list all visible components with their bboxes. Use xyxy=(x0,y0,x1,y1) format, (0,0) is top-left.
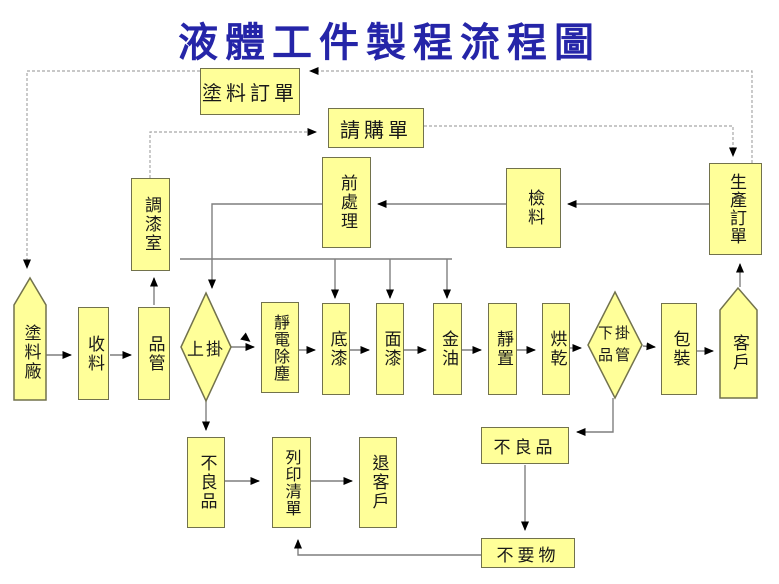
dashed-purchase-request-to-production-order xyxy=(424,125,737,157)
node-paint-mixing-room-label: 調漆室 xyxy=(141,196,161,253)
node-paint-factory-label: 塗料廠 xyxy=(20,323,41,381)
node-top-coat-label: 面漆 xyxy=(380,330,401,368)
node-primer: 底漆 xyxy=(322,303,350,395)
node-paint-factory-shape xyxy=(13,276,47,401)
node-defective-right-label: 不良品 xyxy=(493,438,557,458)
solid-connectors xyxy=(44,200,744,556)
dashed-production-order-to-paint-order xyxy=(309,67,753,163)
node-defective-lower-label: 不良品 xyxy=(196,454,217,511)
node-static-dust-removal: 靜電除塵 xyxy=(261,302,299,393)
extra-arrowhead xyxy=(240,332,251,342)
node-hang-up-shape xyxy=(180,291,232,403)
node-defective-lower: 不良品 xyxy=(187,437,225,528)
page-title: 液體工件製程流程圖 xyxy=(178,19,601,66)
arrow-pretreatment-to-hang-up xyxy=(208,203,322,289)
node-primer-label: 底漆 xyxy=(326,330,347,368)
node-paint-order: 塗料訂單 xyxy=(200,68,300,115)
node-paint-factory: 塗料廠 xyxy=(14,306,46,398)
node-pretreatment-label: 前處理 xyxy=(337,174,357,231)
node-return-to-customer: 退客戶 xyxy=(359,437,397,528)
node-production-order-label: 生產訂單 xyxy=(726,173,746,245)
node-material-check-label: 檢料 xyxy=(524,189,544,227)
node-unhook-qc: 下掛品管 xyxy=(595,320,635,370)
node-quality-control-label: 品管 xyxy=(144,334,165,373)
node-defective-right: 不良品 xyxy=(481,427,569,464)
node-pretreatment: 前處理 xyxy=(322,157,371,248)
node-print-list-label: 列印清單 xyxy=(282,448,302,517)
dashed-connectors xyxy=(23,67,753,269)
node-bake-dry: 烘乾 xyxy=(542,303,570,395)
shape-layer xyxy=(13,276,758,403)
node-unhook-qc-shape xyxy=(587,290,643,400)
dashed-paint-mixing-room-to-purchase-request xyxy=(149,128,317,178)
node-unhook-qc-label: 下掛品管 xyxy=(597,324,632,364)
node-unwanted-items: 不要物 xyxy=(481,538,575,568)
node-top-coat: 面漆 xyxy=(376,303,404,395)
node-clear-coat-label: 金油 xyxy=(438,330,458,368)
node-bake-dry-label: 烘乾 xyxy=(546,330,567,368)
dashed-paint-order-to-paint-factory xyxy=(23,70,200,269)
node-receive-material-label: 收料 xyxy=(84,334,104,373)
node-paint-mixing-room: 調漆室 xyxy=(131,178,170,271)
node-return-to-customer-label: 退客戶 xyxy=(368,454,389,511)
node-settle: 靜置 xyxy=(488,303,517,395)
arrow-unhook-qc-to-packing xyxy=(642,342,656,351)
node-customer-shape xyxy=(719,286,758,399)
node-print-list: 列印清單 xyxy=(272,437,311,528)
node-static-dust-removal-label: 靜電除塵 xyxy=(271,313,290,382)
node-packing: 包裝 xyxy=(661,303,697,395)
node-customer-label: 客戶 xyxy=(729,334,749,372)
arrow-unwanted-to-print-list xyxy=(294,539,481,556)
node-customer: 客戶 xyxy=(720,310,757,396)
node-clear-coat: 金油 xyxy=(433,303,462,395)
node-paint-order-label: 塗料訂單 xyxy=(202,81,298,105)
node-quality-control: 品管 xyxy=(138,307,170,400)
node-unwanted-items-label: 不要物 xyxy=(496,545,560,566)
node-hang-up: 上掛 xyxy=(181,333,231,361)
node-hang-up-label: 上掛 xyxy=(187,339,225,360)
arrow-unhook-qc-to-defective-right xyxy=(576,398,614,436)
node-receive-material: 收料 xyxy=(78,307,109,400)
node-purchase-request-label: 請購單 xyxy=(340,117,412,142)
node-packing-label: 包裝 xyxy=(669,330,690,368)
node-purchase-request: 請購單 xyxy=(328,108,424,148)
node-settle-label: 靜置 xyxy=(493,330,513,368)
node-production-order: 生產訂單 xyxy=(709,163,762,255)
node-material-check: 檢料 xyxy=(506,168,561,248)
